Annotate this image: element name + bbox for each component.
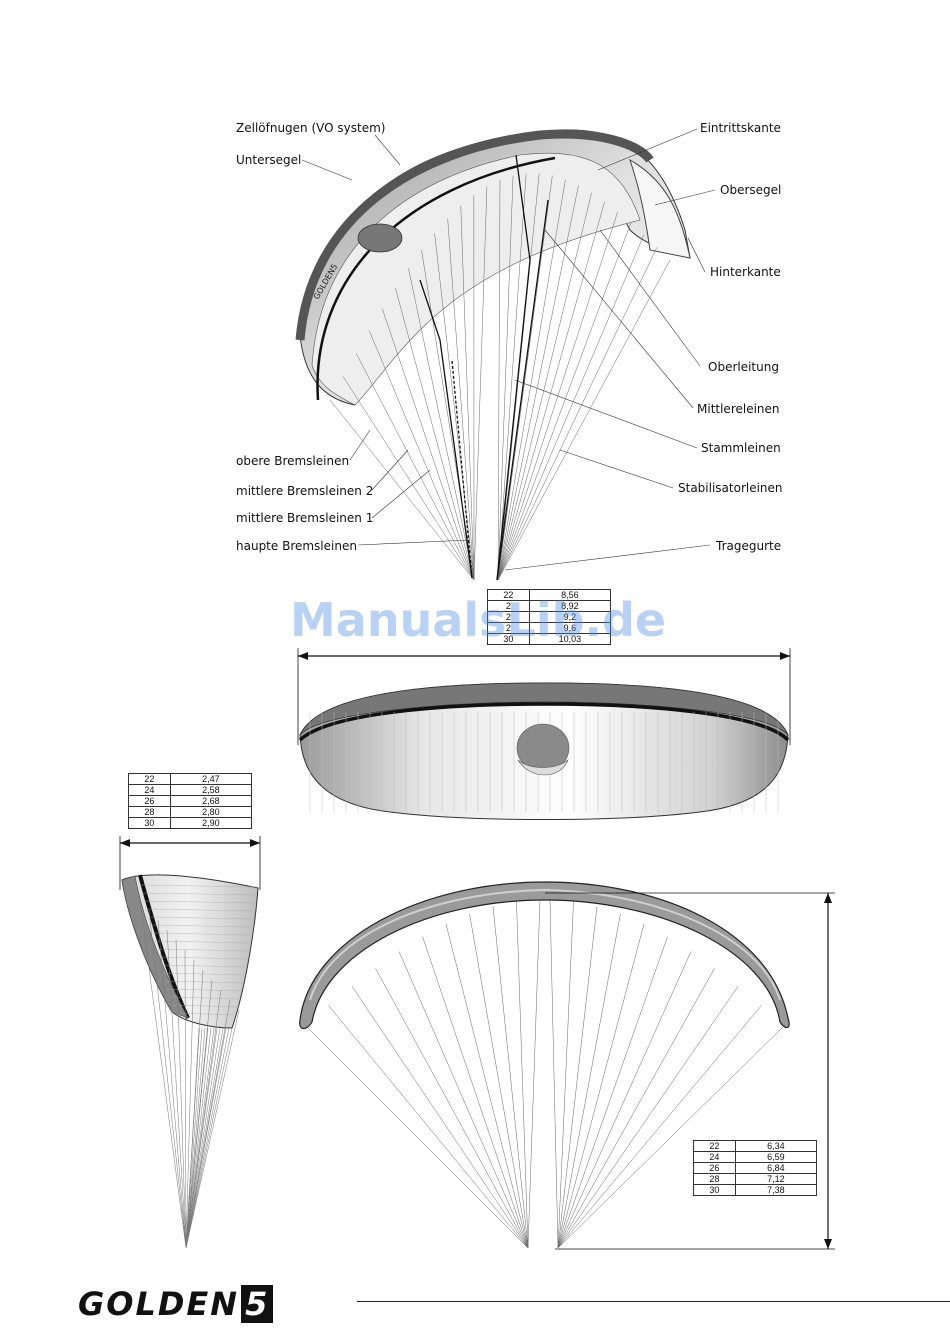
label-stammleinen: Stammleinen (701, 441, 781, 455)
size-cell: 22 (693, 1140, 736, 1152)
front-view-stripe (298, 702, 790, 742)
label-obersegel: Obersegel (720, 183, 782, 197)
watermark: ManualsLib.de (290, 593, 667, 647)
brand-name: GOLDEN (78, 1285, 240, 1323)
label-untersegel: Untersegel (236, 153, 302, 167)
wing-tip-right (629, 158, 691, 259)
front-view-wing (297, 648, 791, 820)
leader-lines (301, 128, 716, 571)
value-cell: 2,90 (169, 817, 253, 829)
leading-edge-dark (295, 129, 654, 341)
label-oberleitung: Oberleitung (708, 360, 779, 374)
value-cell: 2,80 (169, 806, 253, 818)
label-tragegurte: Tragegurte (716, 539, 782, 553)
label-mittlere-bremsleinen-1: mittlere Bremsleinen 1 (236, 511, 374, 525)
value-cell: 6,59 (734, 1151, 818, 1163)
value-cell: 7,12 (734, 1173, 818, 1185)
footer-rule (357, 1301, 950, 1302)
value-cell: 2,68 (169, 795, 253, 807)
label-haupte-bremsleinen: haupte Bremsleinen (236, 539, 357, 553)
side-view-wing (119, 836, 261, 1029)
side-view-lines (139, 899, 240, 1249)
size-cell: 24 (128, 784, 171, 796)
side-view-stripe (138, 874, 190, 1019)
back-view-lines (304, 899, 786, 1249)
label-mittlere-bremsleinen-2: mittlere Bremsleinen 2 (236, 484, 374, 498)
main-lines-dark (419, 154, 549, 581)
value-cell: 10,03 (528, 633, 612, 645)
label-mittlereleinen: Mittlereleinen (697, 402, 780, 416)
label-zelloeffnungen: Zellöfnugen (VO system) (236, 121, 386, 135)
label-hinterkante: Hinterkante (710, 265, 781, 279)
size-cell: 30 (128, 817, 171, 829)
size-cell: 24 (693, 1151, 736, 1163)
value-cell: 6,84 (734, 1162, 818, 1174)
size-cell: 28 (128, 806, 171, 818)
label-eintrittskante: Eintrittskante (700, 121, 781, 135)
brand-number: 5 (241, 1285, 274, 1323)
size-cell: 30 (693, 1184, 736, 1196)
value-cell: 2,58 (169, 784, 253, 796)
value-cell: 6,34 (734, 1140, 818, 1152)
perspective-wing: GOLDEN5 (295, 129, 691, 406)
size-cell: 26 (128, 795, 171, 807)
value-cell: 7,38 (734, 1184, 818, 1196)
wing-logo (357, 223, 403, 253)
wing-underside (311, 152, 641, 406)
perspective-lines (329, 173, 671, 581)
back-view-wing (299, 881, 835, 1250)
label-obere-bremsleinen: obere Bremsleinen (236, 454, 350, 468)
size-cell: 28 (693, 1173, 736, 1185)
size-cell: 26 (693, 1162, 736, 1174)
value-cell: 2,47 (169, 773, 253, 785)
size-cell: 22 (128, 773, 171, 785)
back-view-arc (299, 881, 790, 1030)
label-stabilisatorleinen: Stabilisatorleinen (678, 481, 783, 495)
